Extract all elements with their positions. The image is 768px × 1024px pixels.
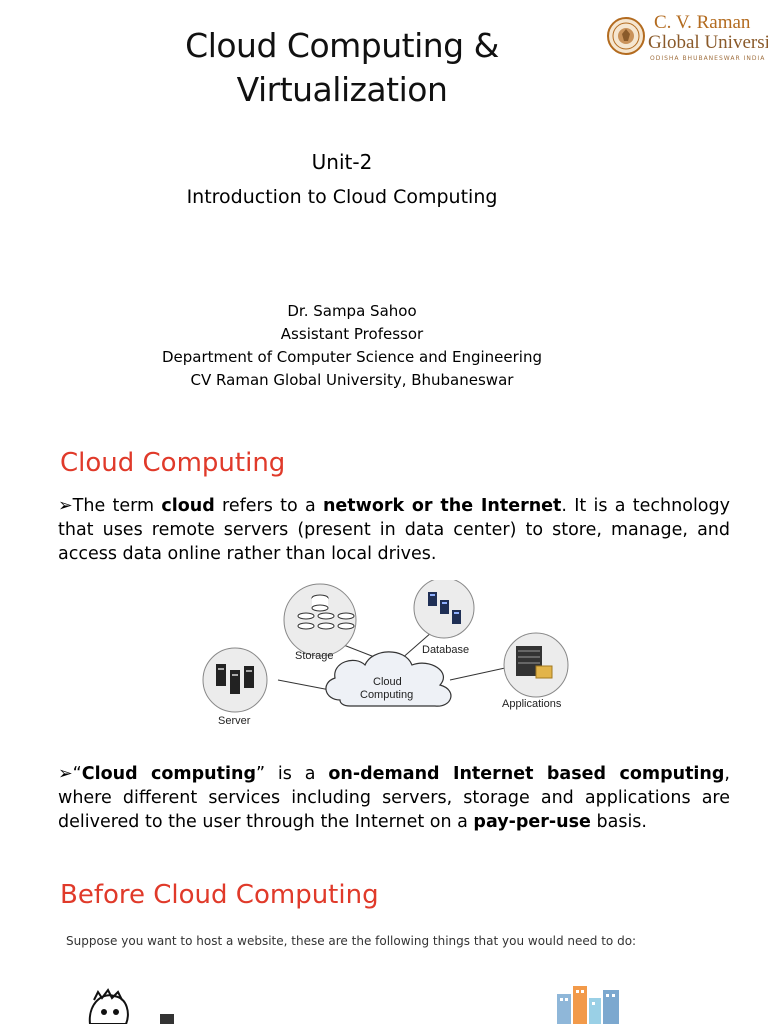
- device-illustration-icon: [160, 1014, 174, 1024]
- cloud-computing-diagram: Storage Database Cloud Computing: [202, 580, 569, 727]
- logo-tagline: ODISHA BHUBANESWAR INDIA: [650, 55, 766, 62]
- bullet-arrow-icon: ➢: [58, 496, 73, 516]
- cloud-node: Cloud Computing: [325, 651, 452, 707]
- database-node: Database: [413, 580, 475, 656]
- applications-icon: [516, 646, 553, 679]
- logo-name-line-2: Global University: [648, 32, 768, 53]
- server-node: Server: [202, 647, 268, 727]
- author-info: Dr. Sampa Sahoo Assistant Professor Depa…: [100, 300, 604, 392]
- text-segment: basis.: [590, 812, 648, 832]
- text-segment: . It is a technology that uses remote se…: [58, 496, 730, 564]
- cloud-label-line-1: Cloud: [373, 676, 402, 688]
- bold-term-pay-per-use: pay-per-use: [473, 812, 591, 832]
- bold-term-on-demand: on-demand Internet based computing: [328, 764, 725, 784]
- applications-label: Applications: [502, 698, 562, 710]
- server-label: Server: [218, 715, 251, 727]
- text-segment: ” is a: [255, 764, 329, 784]
- unit-subtitle: Introduction to Cloud Computing: [186, 186, 498, 208]
- text-segment: , where different services including ser…: [58, 764, 730, 832]
- server-icon: [216, 664, 254, 694]
- storage-icon: [297, 594, 355, 630]
- text-segment: refers to a: [214, 496, 323, 516]
- text-segment: “: [72, 764, 82, 784]
- section-heading-before-cloud: Before Cloud Computing: [60, 880, 379, 910]
- cloud-label-line-2: Computing: [360, 689, 413, 701]
- bold-term-cloud-computing: Cloud computing: [81, 764, 256, 784]
- title-line-2: Virtualization: [236, 70, 448, 109]
- cloud-icon: [325, 651, 452, 707]
- text-segment: The term: [72, 496, 162, 516]
- person-illustration-icon: [88, 988, 129, 1024]
- bold-term-cloud: cloud: [161, 496, 215, 516]
- author-institution: CV Raman Global University, Bhubaneswar: [190, 371, 514, 389]
- applications-node: Applications: [502, 632, 569, 710]
- logo-name-line-1: C. V. Raman: [654, 12, 751, 33]
- storage-node: Storage: [283, 583, 357, 662]
- hosting-intro-text: Suppose you want to host a website, thes…: [66, 934, 637, 948]
- city-buildings-icon: [557, 986, 619, 1024]
- storage-label: Storage: [295, 650, 334, 662]
- section-heading-cloud-computing: Cloud Computing: [60, 448, 286, 478]
- page-title: Cloud Computing & Virtualization: [100, 24, 584, 112]
- database-server-icon: [428, 592, 461, 624]
- bold-term-network: network or the Internet: [322, 496, 562, 516]
- title-slide: Cloud Computing & Virtualization C. V. R…: [0, 0, 768, 420]
- title-line-1: Cloud Computing &: [185, 26, 499, 65]
- database-label: Database: [422, 644, 469, 656]
- unit-label: Unit-2: [311, 150, 373, 174]
- author-designation: Assistant Professor: [280, 325, 424, 343]
- bullet-arrow-icon: ➢: [58, 764, 73, 784]
- seal-icon: [607, 17, 645, 55]
- author-department: Department of Computer Science and Engin…: [161, 348, 542, 366]
- paragraph-cloud-computing-definition: ➢“Cloud computing” is a on-demand Intern…: [58, 762, 730, 834]
- author-name: Dr. Sampa Sahoo: [287, 302, 417, 320]
- university-logo: C. V. Raman Global University ODISHA BHU…: [604, 12, 768, 70]
- paragraph-cloud-definition: ➢The term cloud refers to a network or t…: [58, 494, 730, 566]
